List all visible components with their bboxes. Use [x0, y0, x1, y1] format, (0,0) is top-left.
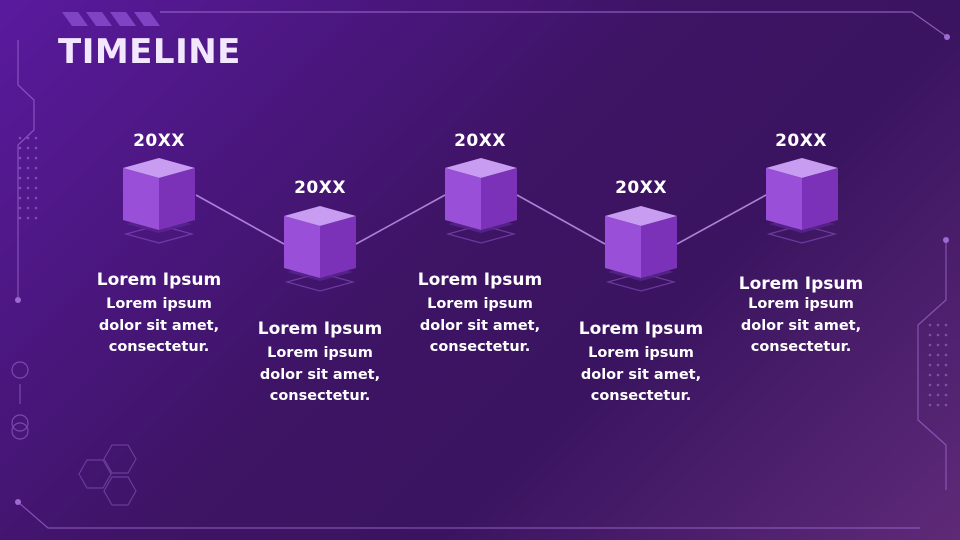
- milestone-heading: Lorem Ipsum: [257, 319, 383, 339]
- dot-grid-icon: [18, 136, 38, 220]
- milestone-year: 20XX: [133, 131, 185, 151]
- cube-icon: [445, 158, 517, 244]
- cube-icon: [605, 206, 677, 292]
- cube-icon: [766, 158, 838, 244]
- milestone-year: 20XX: [454, 131, 506, 151]
- milestone-heading: Lorem Ipsum: [738, 274, 864, 294]
- milestone-description: Lorem ipsum dolor sit amet, consectetur.: [740, 296, 862, 355]
- milestone-year: 20XX: [775, 131, 827, 151]
- cube-icon: [284, 206, 356, 292]
- milestone-description: Lorem ipsum dolor sit amet, consectetur.: [419, 296, 541, 355]
- milestone-heading: Lorem Ipsum: [578, 319, 704, 339]
- stripes-icon: [62, 12, 160, 26]
- milestone-description: Lorem ipsum dolor sit amet, consectetur.: [259, 345, 381, 404]
- milestone-year: 20XX: [615, 178, 667, 198]
- milestone-heading: Lorem Ipsum: [96, 270, 222, 290]
- page-title: TIMELINE: [58, 32, 241, 72]
- circles-icon: [11, 361, 29, 440]
- milestone-description: Lorem ipsum dolor sit amet, consectetur.: [98, 296, 220, 355]
- hexagon-icon: [78, 444, 137, 506]
- milestone-description: Lorem ipsum dolor sit amet, consectetur.: [580, 345, 702, 404]
- milestone-year: 20XX: [294, 178, 346, 198]
- cube-icon: [123, 158, 195, 244]
- dot-grid-icon: [928, 323, 948, 407]
- milestone-heading: Lorem Ipsum: [417, 270, 543, 290]
